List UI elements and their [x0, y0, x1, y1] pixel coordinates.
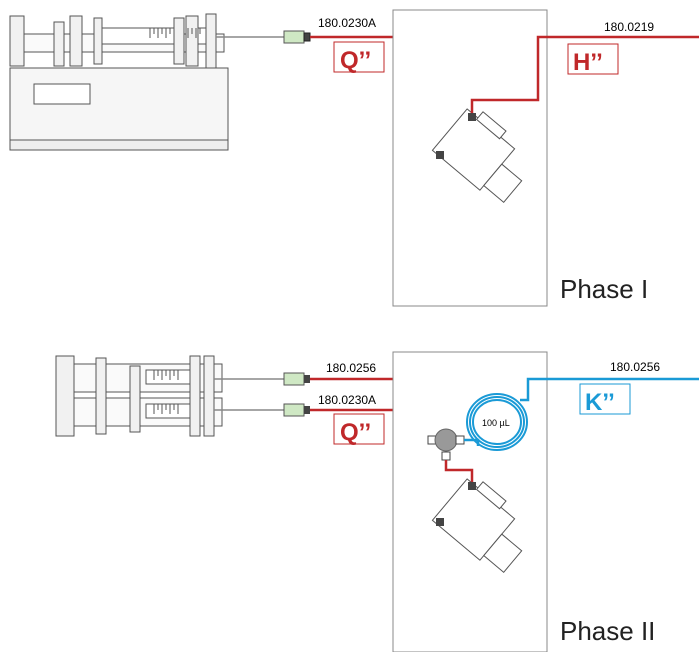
inlet-top-code-label: 180.0256 [326, 361, 376, 375]
red-tubing-outlet [470, 35, 699, 113]
syringe-pump-icon [55, 355, 223, 437]
tubing-badge-q: Q’’ [333, 41, 385, 74]
blue-tubing-mixer-to-loop [464, 438, 480, 446]
fitting-icon [283, 372, 310, 386]
syringe-pump-icon [9, 13, 229, 151]
outlet-code-label: 180.0256 [610, 360, 660, 374]
phase-2-label: Phase II [560, 616, 655, 646]
valve-icon [431, 478, 523, 573]
valve-port-in [436, 151, 444, 159]
valve-icon [431, 108, 523, 203]
svg-text:Q’’: Q’’ [340, 419, 371, 446]
blue-tubing-outlet [520, 377, 699, 402]
svg-text:K’’: K’’ [585, 389, 615, 416]
red-tubing-mixer-to-valve [444, 460, 474, 482]
inlet-bottom-code-label: 180.0230A [318, 393, 376, 407]
phase-1-section: 180.0230A Q’’ 180.0219 H’’ Phase I [9, 9, 699, 307]
fitting-icon [283, 30, 311, 44]
outlet-code-label: 180.0219 [604, 20, 654, 34]
phase-2-section: 180.0256 180.0230A Q’’ [55, 351, 699, 652]
valve-port-out [468, 482, 476, 490]
coil-loop-icon [466, 393, 528, 451]
tubing-badge-h: H’’ [567, 43, 619, 76]
tubing-badge-q: Q’’ [333, 413, 385, 446]
phase-1-label: Phase I [560, 274, 648, 304]
valve-port-out [468, 113, 476, 121]
inlet-code-label: 180.0230A [318, 16, 376, 30]
fitting-icon [283, 403, 310, 417]
valve-port-in [436, 518, 444, 526]
svg-text:Q’’: Q’’ [340, 47, 371, 74]
tubing-badge-k: K’’ [579, 383, 631, 416]
loop-volume-label: 100 µL [482, 418, 510, 428]
svg-text:H’’: H’’ [573, 49, 603, 76]
tee-mixer-icon [427, 428, 465, 461]
